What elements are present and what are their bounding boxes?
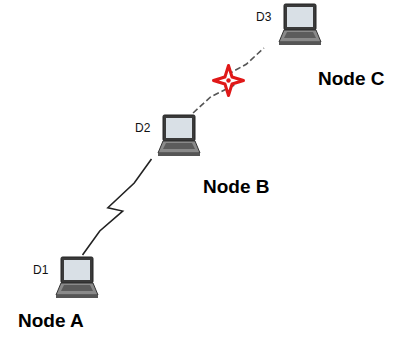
- node-name: Node C: [318, 68, 385, 90]
- device-label: D2: [135, 121, 150, 135]
- laptop-icon: [157, 113, 201, 159]
- node-name: Node B: [203, 176, 270, 198]
- broken-link-dot: [226, 78, 230, 82]
- laptop-icon: [55, 255, 99, 301]
- device-label: D3: [256, 10, 271, 24]
- laptop-node: D2Node B: [135, 113, 201, 159]
- laptop-icon: [278, 2, 322, 48]
- wireless-link: [83, 159, 152, 255]
- broken-link-star: [214, 66, 244, 96]
- device-label: D1: [33, 263, 48, 277]
- laptop-node: D3Node C: [256, 2, 322, 48]
- laptop-node: D1Node A: [33, 255, 99, 301]
- wireless-link: [193, 48, 264, 113]
- node-name: Node A: [18, 310, 84, 332]
